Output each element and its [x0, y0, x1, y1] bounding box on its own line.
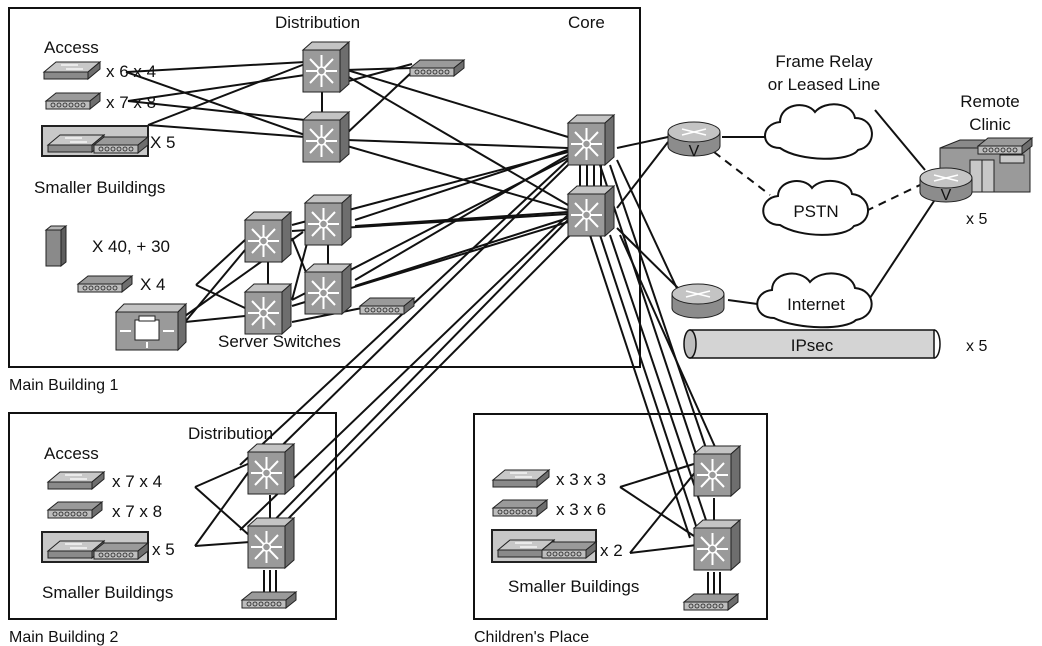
server-switches-label: Server Switches — [218, 332, 341, 351]
mb1-server-ap-icon — [77, 275, 133, 293]
mb2-access-ap-count: x 7 x 8 — [112, 502, 162, 521]
frame-relay-label: Frame Relay — [775, 52, 873, 71]
frame-relay-cloud — [764, 103, 873, 160]
mb1-access-switch-icon — [43, 61, 101, 80]
leased-line-label: or Leased Line — [768, 75, 880, 94]
mb2-access-ap-icon — [47, 501, 103, 519]
core-switch-icon — [567, 114, 615, 166]
mb1-server-count: X 40, + 30 — [92, 237, 170, 256]
mb2-distribution-label: Distribution — [188, 424, 273, 443]
ipsec-tunnel — [683, 329, 941, 359]
mb1-distribution-label: Distribution — [275, 13, 360, 32]
mb2-access-switch-icon — [47, 471, 105, 490]
internet-label: Internet — [787, 295, 845, 314]
server-switch-icon — [304, 194, 352, 246]
children-smaller-buildings-label: Smaller Buildings — [508, 577, 639, 596]
mb2-smaller-buildings-label: Smaller Buildings — [42, 583, 173, 602]
mb1-smaller-buildings-label: Smaller Buildings — [34, 178, 165, 197]
children-smaller-count: x 2 — [600, 541, 623, 560]
pstn-label: PSTN — [793, 202, 838, 221]
ipsec-count: x 5 — [966, 338, 987, 355]
mb1-smaller-buildings-icon — [41, 125, 149, 157]
mb1-access-ap-icon — [45, 92, 101, 110]
remote-clinic-building-icon — [939, 137, 1033, 193]
mb2-access-label: Access — [44, 444, 99, 463]
internet-cloud — [756, 272, 873, 329]
ipsec-label: IPsec — [791, 336, 834, 355]
children-ap-icon — [683, 593, 739, 611]
mb1-server-ap-count: X 4 — [140, 275, 166, 294]
mb2-smaller-buildings-icon — [41, 531, 149, 563]
mb2-ap-icon — [241, 591, 297, 609]
mb2-distribution-switch-icon — [247, 517, 295, 569]
mb1-distribution-switch-icon — [302, 41, 350, 93]
clinic-label: Clinic — [969, 115, 1011, 134]
mb1-distribution-ap-icon — [409, 59, 465, 77]
ip-phone-switch-icon — [114, 302, 188, 352]
remote-label: Remote — [960, 92, 1020, 111]
children-access-ap-count: x 3 x 6 — [556, 500, 606, 519]
children-access-switch-icon — [492, 469, 550, 488]
mb1-core-label: Core — [568, 13, 605, 32]
mb2-access-switch-count: x 7 x 4 — [112, 472, 162, 491]
remote-router-mark: V — [941, 187, 952, 204]
server-switch-icon — [244, 211, 292, 263]
main-building-1-box — [8, 7, 641, 368]
core-switch-icon — [567, 185, 615, 237]
internet-router-icon — [671, 283, 725, 319]
pstn-cloud — [762, 179, 869, 236]
mb1-access-label: Access — [44, 38, 99, 57]
mb1-smaller-count: X 5 — [150, 133, 176, 152]
mb2-smaller-count: x 5 — [152, 540, 175, 559]
server-icon — [45, 225, 67, 267]
server-switch-ap-icon — [359, 297, 415, 315]
children-distribution-switch-icon — [693, 445, 741, 497]
childrens-place-label: Children's Place — [474, 629, 589, 646]
children-distribution-switch-icon — [693, 519, 741, 571]
network-links — [125, 61, 939, 595]
children-smaller-buildings-icon — [491, 529, 597, 563]
children-access-ap-icon — [492, 499, 548, 517]
voice-router-mark: V — [689, 143, 700, 160]
main-building-2-label: Main Building 2 — [9, 629, 119, 646]
server-switch-icon — [244, 283, 292, 335]
mb2-distribution-switch-icon — [247, 443, 295, 495]
mb1-distribution-switch-icon — [302, 111, 350, 163]
mb1-access-ap-count: x 7 x 8 — [106, 93, 156, 112]
remote-clinic-count: x 5 — [966, 211, 987, 228]
mb1-access-switch-count: x 6 x 4 — [106, 62, 156, 81]
main-building-2-box — [8, 412, 337, 620]
children-access-switch-count: x 3 x 3 — [556, 470, 606, 489]
childrens-place-box — [473, 413, 768, 620]
main-building-1-label: Main Building 1 — [9, 377, 119, 394]
server-switch-icon — [304, 263, 352, 315]
